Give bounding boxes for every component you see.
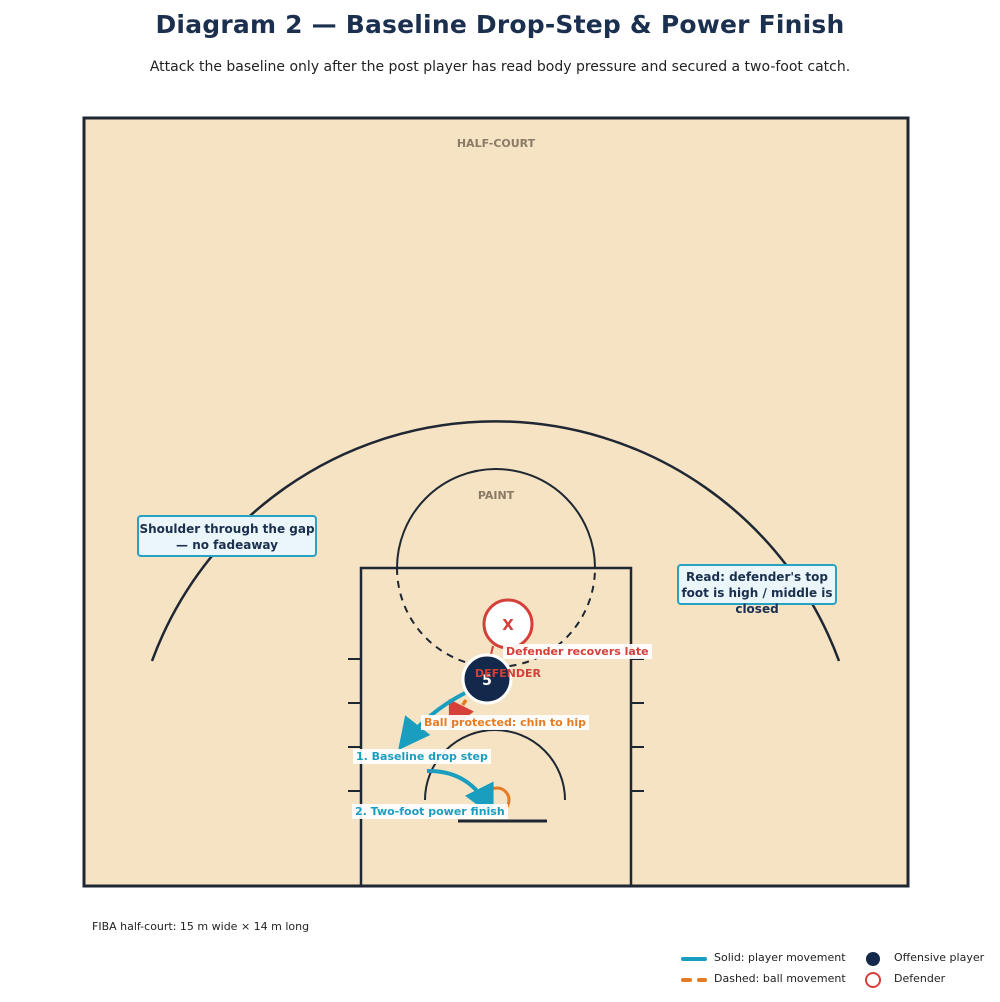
paint-lane xyxy=(359,566,633,888)
lane-hash-marks xyxy=(348,658,644,792)
offensive-player-marker xyxy=(461,653,513,705)
page-title: Diagram 2 — Baseline Drop-Step & Power F… xyxy=(155,10,845,39)
ball-protected-label: Ball protected: chin to hip xyxy=(421,715,589,730)
half-court-label: HALF-COURT xyxy=(457,137,536,150)
defender-mark: X xyxy=(502,616,514,634)
legend-solid-label: Solid: player movement xyxy=(714,951,846,964)
left-callout-text: Shoulder through the gap — no fadeaway xyxy=(139,522,315,552)
legend-offensive-label: Offensive player xyxy=(894,951,985,964)
page-subtitle: Attack the baseline only after the post … xyxy=(149,59,851,75)
paint-label: PAINT xyxy=(478,489,515,502)
step1-label: 1. Baseline drop step xyxy=(353,749,491,764)
power-finish-path xyxy=(426,768,494,818)
legend-dashed-swatch xyxy=(681,978,707,982)
legend-solid-swatch xyxy=(681,957,707,961)
defender-recovers-label: Defender recovers late xyxy=(503,644,652,659)
step2-label: 2. Two-foot power finish xyxy=(352,804,508,819)
free-throw-circle-bottom xyxy=(396,567,596,668)
right-callout: Read: defender's top foot is high / midd… xyxy=(677,564,837,616)
free-throw-circle-top xyxy=(396,468,596,569)
left-callout: Shoulder through the gap — no fadeaway xyxy=(137,515,317,557)
court-boundary xyxy=(82,116,910,888)
legend-offensive-swatch xyxy=(866,952,880,966)
legend-dashed-label: Dashed: ball movement xyxy=(714,972,846,985)
right-callout-text: Read: defender's top foot is high / midd… xyxy=(681,570,833,616)
defender-tag: DEFENDER xyxy=(475,667,542,680)
offensive-player-number: 5 xyxy=(482,673,492,689)
court-dimensions-note: FIBA half-court: 15 m wide × 14 m long xyxy=(92,920,310,933)
legend-defender-swatch xyxy=(865,972,881,988)
legend-defender-label: Defender xyxy=(894,972,946,985)
